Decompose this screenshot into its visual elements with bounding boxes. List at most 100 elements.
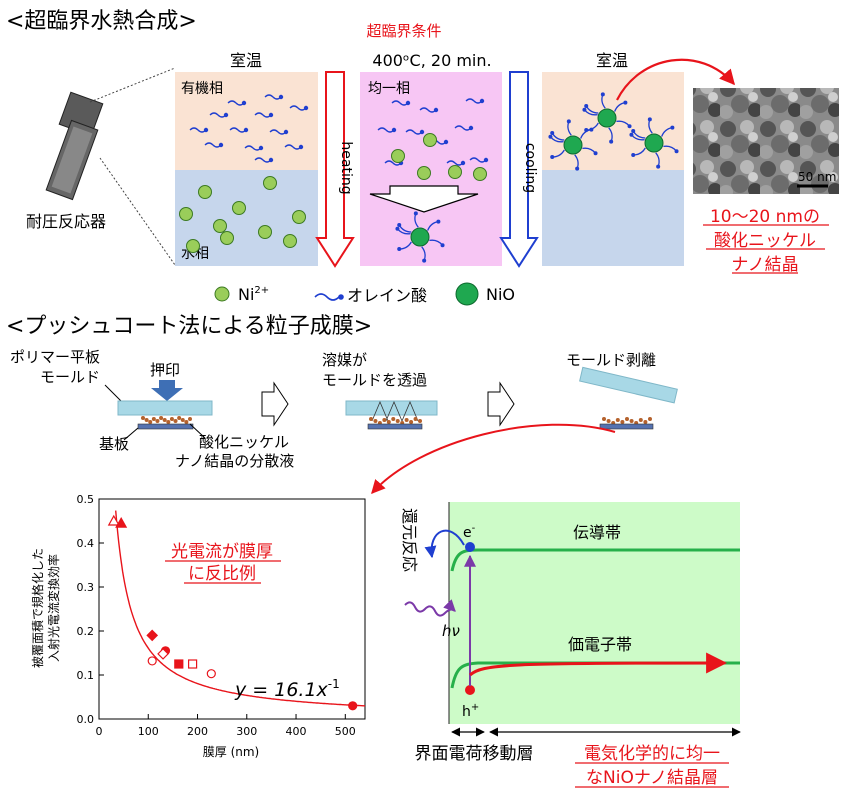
reduction-arrow bbox=[424, 529, 465, 559]
nanocrystal-droplet bbox=[169, 417, 174, 421]
nanocrystal-droplet bbox=[391, 417, 396, 421]
ligand-head bbox=[674, 149, 679, 154]
section1-heading: <超臨界水熱合成> bbox=[6, 9, 197, 34]
substrate-pressed bbox=[367, 423, 423, 430]
permeation-path bbox=[385, 400, 403, 422]
hole-label: h+ bbox=[462, 702, 479, 720]
cooling-label: cooling bbox=[522, 143, 538, 193]
oleic-acid-head bbox=[443, 139, 449, 145]
oleic-acid-head bbox=[258, 145, 264, 151]
substrate-label: 基板 bbox=[99, 435, 129, 453]
y-axis-label-line1: 被覆面積で規格化した bbox=[30, 548, 45, 668]
dispersion-label-line2: ナノ結晶の分散液 bbox=[175, 452, 294, 470]
nanocrystal-droplet bbox=[180, 418, 185, 422]
y-tick-label: 0.0 bbox=[77, 713, 95, 726]
panel2-title: 400ᵒC, 20 min. bbox=[372, 51, 491, 70]
data-point bbox=[157, 648, 169, 660]
nanocrystal-droplet bbox=[638, 418, 643, 422]
ligand-head bbox=[422, 258, 427, 263]
organic-phase-box bbox=[175, 72, 318, 170]
oleic-acid-tail bbox=[405, 129, 423, 135]
oleic-acid-tail bbox=[254, 157, 272, 163]
annotation-line-1: 光電流が膜厚 bbox=[171, 542, 273, 562]
mold-leader-line bbox=[104, 384, 123, 403]
oleic-acid-head bbox=[405, 100, 411, 106]
oleic-acid-tail bbox=[254, 112, 272, 118]
legend: Ni2+ オレイン酸 NiO bbox=[214, 282, 515, 306]
x-tick-label: 200 bbox=[187, 725, 208, 738]
substrate bbox=[137, 423, 194, 430]
oleic-acid-tail bbox=[419, 107, 437, 113]
oleic-acid-head bbox=[278, 94, 284, 100]
oleic-acid-head bbox=[419, 129, 425, 135]
fit-equation-exponent: -1 bbox=[328, 677, 340, 691]
x-tick-label: 400 bbox=[286, 725, 307, 738]
result-caption: 10～20 nmの 酸化ニッケル ナノ結晶 bbox=[710, 207, 820, 275]
oleic-acid-head bbox=[243, 127, 249, 133]
press-down-arrow bbox=[151, 380, 183, 401]
annotation-underlines bbox=[165, 560, 281, 584]
oleic-acid-head bbox=[460, 160, 466, 166]
oleic-acid-head bbox=[391, 127, 397, 133]
ni-ion bbox=[473, 167, 487, 181]
ligand-head bbox=[395, 226, 400, 231]
nanocrystal-droplet bbox=[382, 418, 387, 422]
bulk-layer-underlines bbox=[575, 762, 729, 788]
ligand-head bbox=[566, 119, 571, 124]
oleic-acid-tail bbox=[264, 94, 282, 100]
nio-particle bbox=[410, 227, 430, 247]
oleic-acid-tail bbox=[465, 98, 483, 104]
oleic-acid-tail bbox=[244, 145, 262, 151]
hole-transport-arrow bbox=[468, 652, 728, 677]
ligand-head bbox=[582, 107, 587, 112]
peel-label: モールド剥離 bbox=[566, 351, 656, 369]
oleic-acid-head bbox=[433, 107, 439, 113]
permeation-path bbox=[401, 400, 419, 422]
ligand-head bbox=[550, 155, 555, 159]
nanocrystal-droplet bbox=[409, 420, 414, 424]
data-point bbox=[206, 669, 216, 679]
oleic-acid-tail bbox=[391, 100, 409, 106]
ni-ion bbox=[198, 185, 212, 199]
oleic-acid-tail bbox=[469, 157, 487, 163]
nanocrystal-droplet bbox=[188, 417, 192, 421]
aqueous-phase-box-cooled bbox=[542, 170, 684, 266]
heating-arrow bbox=[315, 71, 355, 268]
panel1-title: 室温 bbox=[230, 51, 262, 70]
reaction-down-arrow bbox=[369, 185, 479, 213]
ni-ion bbox=[263, 176, 277, 190]
nanocrystal-droplet bbox=[148, 420, 153, 424]
panel3-title: 室温 bbox=[596, 51, 628, 70]
ligand-head bbox=[440, 243, 445, 248]
hole-dot bbox=[465, 685, 475, 695]
solvent-permeation-lines bbox=[371, 400, 419, 422]
oleic-acid-tail bbox=[284, 144, 302, 150]
dispersion-droplets bbox=[141, 416, 192, 424]
ligand-head bbox=[584, 128, 589, 132]
conduction-band-label: 伝導帯 bbox=[573, 523, 621, 542]
nio-particle bbox=[597, 108, 617, 128]
cooling-arrow bbox=[499, 71, 539, 268]
hole-text: h bbox=[462, 704, 471, 720]
ligand-head bbox=[647, 117, 652, 122]
organic-phase-label: 有機相 bbox=[181, 81, 223, 97]
ni-ion bbox=[232, 201, 246, 215]
ligand-head bbox=[629, 132, 634, 137]
press-label: 押印 bbox=[150, 361, 180, 379]
permeate-label-line2: モールドを透過 bbox=[322, 371, 427, 389]
zoom-line-top bbox=[89, 67, 176, 103]
ligand-head bbox=[623, 100, 628, 105]
ligand-head bbox=[593, 151, 598, 156]
electron-label: e- bbox=[463, 523, 476, 541]
ni-ion bbox=[186, 239, 200, 253]
nio-nanocrystal-forming bbox=[395, 211, 445, 263]
oleic-acid-tail bbox=[209, 112, 227, 118]
nanocrystal-droplet bbox=[141, 416, 145, 420]
oleic-acid-head bbox=[223, 112, 229, 118]
substrate-leader-line bbox=[123, 427, 139, 441]
permeate-label-line1: 溶媒が bbox=[322, 351, 367, 369]
bulk-layer-label-line1: 電気化学的に均一 bbox=[584, 744, 720, 764]
polymer-mold bbox=[117, 400, 213, 416]
nanocrystal-droplet bbox=[620, 420, 625, 424]
